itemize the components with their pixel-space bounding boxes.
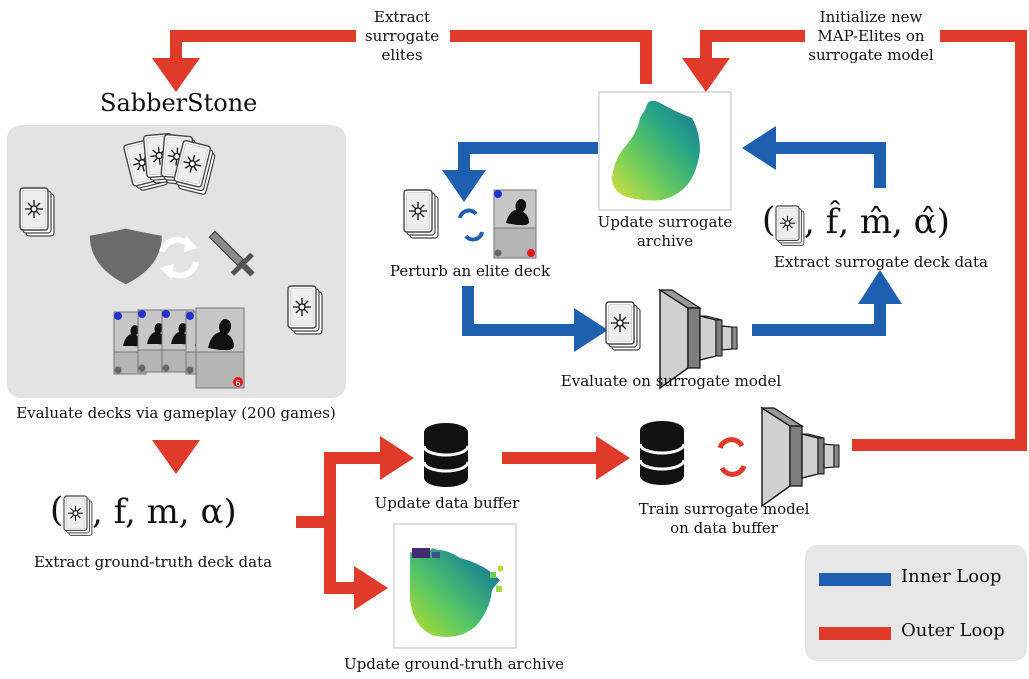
outer-loop-arrows <box>170 30 1027 594</box>
update-surrogate-archive-line-2: archive <box>636 232 694 250</box>
left-deck-icon <box>19 187 55 237</box>
evaluate-surrogate-label: Evaluate on surrogate model <box>560 372 782 390</box>
extract-elites-label: Extract surrogate elites <box>352 8 452 65</box>
train-surrogate-label: Train surrogate model on data buffer <box>636 500 812 538</box>
ground-truth-tuple-deck-icon <box>63 495 93 536</box>
ground-truth-tuple: , f, m, α) <box>92 492 237 532</box>
extract-to-archive-arrow <box>775 142 886 188</box>
data-buffer-icon <box>422 421 470 489</box>
extract-elites-arrow-2 <box>170 30 356 62</box>
health-value: 6 <box>235 379 240 388</box>
train-db-icon <box>638 419 686 487</box>
train-surrogate-line-1: Train surrogate model <box>638 500 810 518</box>
update-surrogate-archive-line-1: Update surrogate <box>597 213 733 231</box>
legend-inner-swatch <box>819 573 891 586</box>
init-map-elites-arrow-2 <box>700 30 805 62</box>
extract-elites-arrow <box>450 30 652 84</box>
outer-loop-arrowheads <box>152 58 730 610</box>
surrogate-eval-deck-icon <box>605 301 641 351</box>
fork-arrow <box>296 452 384 528</box>
surrogate-tuple-open: ( <box>762 200 776 240</box>
sword-icon <box>208 230 255 277</box>
shield-icon <box>89 228 162 285</box>
perturb-to-evaluate-arrow <box>462 286 576 336</box>
init-map-elites-line-1: Initialize new <box>819 8 923 26</box>
minion-cards: 6 <box>113 307 245 389</box>
sabberstone-panel <box>7 125 346 398</box>
inner-loop-arrowheads <box>442 126 902 352</box>
update-gt-archive-label: Update ground-truth archive <box>344 655 564 673</box>
init-map-elites-label: Initialize new MAP-Elites on surrogate m… <box>800 8 942 65</box>
update-buffer-label: Update data buffer <box>374 494 520 512</box>
legend-inner-label: Inner Loop <box>901 566 1002 587</box>
train-surrogate-line-2: on data buffer <box>670 519 778 537</box>
legend-outer-swatch <box>819 627 891 640</box>
extract-elites-line-2: surrogate <box>364 27 440 45</box>
fork-arrow-down <box>324 522 356 594</box>
init-map-elites-line-2: MAP-Elites on <box>817 27 925 45</box>
update-surrogate-archive-label: Update surrogate archive <box>590 213 740 251</box>
extract-elites-line-1: Extract <box>374 8 430 26</box>
surrogate-tuple: , f̂, m̂, α̂) <box>804 202 950 242</box>
perturb-swap-icon <box>458 208 484 242</box>
evaluate-to-extract-arrow <box>752 302 886 336</box>
extract-elites-line-3: elites <box>381 46 423 64</box>
legend-outer-label: Outer Loop <box>901 620 1005 641</box>
train-cycle-icon <box>717 437 747 477</box>
evaluate-gameplay-label: Evaluate decks via gameplay (200 games) <box>16 404 336 422</box>
perturb-minion-card <box>493 189 537 259</box>
init-map-elites-line-3: surrogate model <box>808 46 934 64</box>
extract-ground-truth-label: Extract ground-truth deck data <box>33 553 273 571</box>
perturb-deck-icon <box>403 189 439 239</box>
extract-surrogate-data-label: Extract surrogate deck data <box>774 253 988 271</box>
train-network-icon <box>761 407 840 507</box>
ground-truth-archive-heatmap <box>410 548 500 637</box>
archive-to-perturb-arrow <box>458 142 598 172</box>
sabberstone-title: SabberStone <box>100 89 258 117</box>
surrogate-tuple-deck-icon <box>775 205 805 246</box>
perturb-label: Perturb an elite deck <box>389 262 551 280</box>
ground-truth-tuple-open: ( <box>50 490 64 530</box>
surrogate-archive-heatmap <box>612 100 700 201</box>
legend: Inner Loop Outer Loop <box>805 545 1027 661</box>
right-deck-icon <box>287 285 323 335</box>
init-map-elites-arrow <box>852 30 1027 451</box>
inner-loop-arrows <box>458 142 886 336</box>
